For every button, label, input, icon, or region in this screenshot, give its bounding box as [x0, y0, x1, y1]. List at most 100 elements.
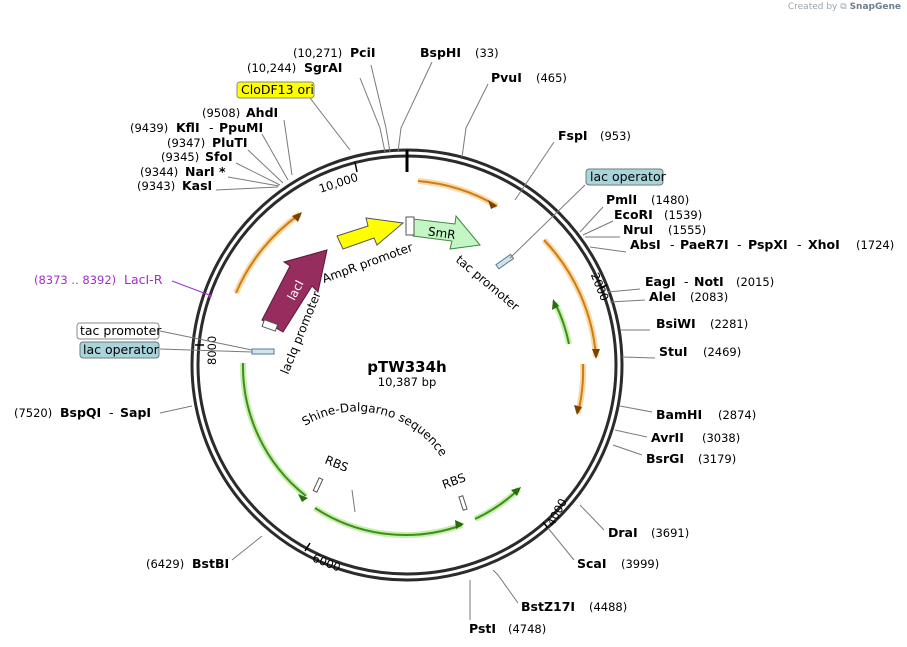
site-pos-eagi: (2015) [736, 275, 774, 289]
site-pos-stui: (2469) [703, 345, 741, 359]
site-sep-paer7i: - [737, 237, 742, 252]
primer-site-dot [208, 294, 212, 298]
tac-left-box [76, 322, 160, 340]
site-sep-pspxi: - [797, 237, 802, 252]
lead-bsphi [397, 61, 433, 153]
site-name-kasi: KasI [182, 178, 212, 193]
site-name-pluti: PluTI [212, 135, 248, 150]
site-name-eagi: EagI [645, 274, 676, 289]
site-pos-avrii: (3038) [702, 431, 740, 445]
lead-tac-left [159, 330, 253, 351]
orange-arc-top-glow [417, 178, 499, 209]
site-name-kfli: KflI [176, 120, 200, 135]
green-features [239, 299, 572, 538]
smr-label: SmR [427, 224, 456, 242]
plasmid-name: pTW334h [367, 358, 447, 376]
ampr-promoter-label: AmpR promoter [320, 240, 414, 286]
lead-eagi [607, 288, 641, 293]
hatch-left-1 [251, 348, 275, 355]
site-pos-bspqi: (7520) [14, 406, 52, 420]
lead-kasi [215, 186, 279, 191]
site-pos-sfoi: (9345) [161, 150, 199, 164]
site-name-scai: ScaI [577, 556, 607, 571]
lead-pluti [247, 149, 284, 184]
green-arc-bottom [314, 507, 463, 536]
green-arc-left [241, 362, 307, 497]
site-name-sgrai: SgrAI [304, 60, 342, 75]
site-pos-ahdi: (9508) [202, 106, 240, 120]
orange-arc-left [235, 213, 301, 294]
site-labels: (10,271) PciI BspHI (33) (10,244) SgrAI … [14, 45, 894, 636]
lead-lacop-top [509, 184, 586, 259]
site-name-bsphi: BspHI [420, 45, 461, 60]
lead-avrii [614, 429, 648, 438]
site-sep-kfli: - [209, 120, 214, 135]
lac-operator-marker-left [251, 348, 275, 355]
leader-lines [159, 61, 656, 620]
orange-features [233, 178, 600, 415]
site-sep-absi: - [670, 237, 675, 252]
watermark-brand: SnapGene [849, 2, 901, 12]
lead-sgrai [359, 77, 386, 153]
site-pos-fspi: (953) [600, 129, 631, 143]
clodf13-text: CloDF13 ori [241, 82, 314, 97]
site-pos-pluti: (9347) [167, 136, 205, 150]
site-name-sapi: SapI [120, 405, 151, 420]
ampr-promoter-arrow [336, 217, 405, 250]
green-arrowhead-bottom [455, 520, 464, 529]
tick-label-6000: 6000 [310, 551, 342, 575]
site-name-noti: NotI [694, 274, 724, 289]
lead-bstbi [231, 535, 263, 561]
site-name-paer7i: PaeR7I [680, 237, 729, 252]
lead-clodf13 [309, 97, 351, 151]
tick-10000 [354, 161, 358, 173]
site-pos-bstz17i: (4488) [589, 600, 627, 614]
site-pos-bsphi: (33) [475, 46, 499, 60]
site-pos-bamhi: (2874) [718, 408, 756, 422]
site-name-bstz17i: BstZ17I [521, 599, 575, 614]
lead-laci-r [171, 280, 213, 297]
site-pos-pvui: (465) [536, 71, 567, 85]
site-pos-sgrai: (10,244) [247, 61, 296, 75]
callout-tac-left: tac promoter [76, 322, 162, 340]
tick-6000 [304, 542, 311, 552]
site-sep-bspqi: - [109, 405, 114, 420]
site-pos-nrui: (1555) [668, 223, 706, 237]
smr-arrow [412, 214, 481, 250]
shine-dalgarno-mark [351, 489, 356, 513]
lacop-top-box [585, 168, 664, 186]
lead-alei [609, 299, 646, 303]
site-name-ecori: EcoRI [614, 207, 653, 222]
rbs-mark-1 [312, 477, 324, 493]
tac-left-text: tac promoter [80, 323, 162, 338]
site-pos-ecori: (1539) [664, 208, 702, 222]
orange-arrowhead-left [292, 212, 302, 222]
site-name-avrii: AvrII [651, 430, 684, 445]
site-pos-bstbi: (6429) [146, 557, 184, 571]
primer-range: (8373 .. 8392) [34, 273, 116, 287]
lacop-top-text: lac operator [590, 169, 667, 184]
site-name-xhoi: XhoI [808, 237, 840, 252]
site-pos-nari: (9344) [140, 165, 178, 179]
lead-pcii [370, 64, 391, 153]
site-pos-absi: (1724) [856, 238, 894, 252]
lead-fspi [514, 141, 555, 201]
site-name-bsrgi: BsrGI [646, 451, 684, 466]
site-pos-pcii: (10,271) [293, 46, 342, 60]
tick-2000 [599, 284, 608, 289]
site-name-psti: PstI [469, 621, 496, 636]
site-star-nari: * [219, 164, 226, 179]
site-pos-scai: (3999) [621, 557, 659, 571]
site-name-pmli: PmlI [606, 192, 637, 207]
primer-name: LacI-R [124, 272, 163, 287]
lead-ahdi [283, 119, 293, 176]
site-name-nrui: NruI [623, 222, 653, 237]
callout-lacop-left: lac operator [79, 341, 160, 359]
orange-arrowhead-top [488, 200, 497, 209]
site-sep-eagi: - [684, 274, 689, 289]
plasmid-size: 10,387 bp [378, 375, 437, 389]
site-name-stui: StuI [659, 344, 688, 359]
shine-dalgarno-label: Shine-Dalgarno sequence [300, 400, 451, 459]
snapgene-logo-icon: ⧉ [840, 2, 847, 12]
site-pos-bsrgi: (3179) [698, 452, 736, 466]
